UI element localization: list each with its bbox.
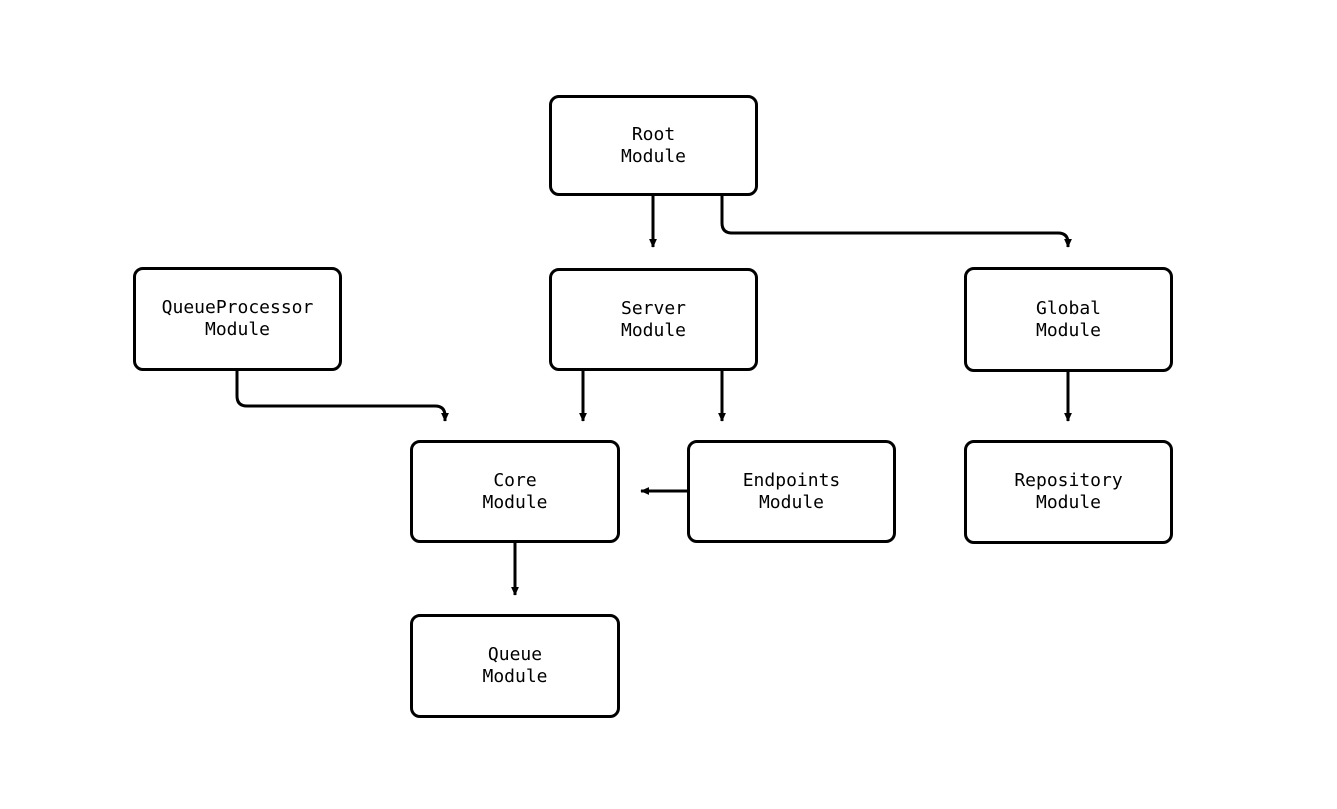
node-global-label: Global Module [1035, 297, 1102, 341]
node-core[interactable]: Core Module [410, 440, 620, 543]
node-server[interactable]: Server Module [549, 268, 758, 371]
node-queue[interactable]: Queue Module [410, 614, 620, 718]
node-queue-label: Queue Module [482, 644, 548, 687]
node-root[interactable]: Root Module [549, 95, 758, 196]
node-server-label: Server Module [620, 297, 687, 341]
node-queueprocessor[interactable]: QueueProcessor Module [133, 267, 342, 371]
node-repository[interactable]: Repository Module [964, 440, 1173, 544]
edge-root-to-global [720, 196, 1072, 248]
node-endpoints[interactable]: Endpoints Module [687, 440, 896, 543]
node-endpoints-label: Endpoints Module [742, 469, 841, 513]
node-core-label: Core Module [482, 469, 548, 513]
node-global[interactable]: Global Module [964, 267, 1173, 372]
node-queueprocessor-label: QueueProcessor Module [161, 297, 314, 340]
node-repository-label: Repository Module [1014, 470, 1123, 513]
edge-queueprocessor-to-core [235, 371, 449, 422]
node-root-label: Root Module [620, 123, 687, 167]
